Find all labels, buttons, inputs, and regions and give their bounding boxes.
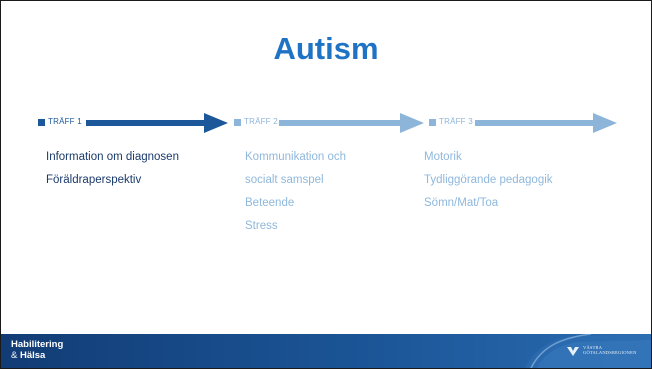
stage-1-marker — [38, 119, 45, 126]
stage-3-topics: Motorik Tydliggörande pedagogik Sömn/Mat… — [424, 146, 553, 215]
stage-2-marker — [234, 119, 241, 126]
list-item: Motorik — [424, 151, 462, 163]
footer-brand-logo: Habilitering & Hälsa — [11, 339, 63, 361]
stage-1-label: TRÄFF 1 — [48, 117, 82, 126]
stage-2-arrow-icon — [279, 113, 424, 133]
stage-2-topics: Kommunikation och socialt samspel Beteen… — [245, 146, 346, 238]
stage-1-header: TRÄFF 1 — [38, 113, 228, 133]
stage-1-topics: Information om diagnosen Föräldraperspek… — [46, 146, 179, 192]
slide-title: Autism — [273, 31, 379, 66]
stage-3-header: TRÄFF 3 — [429, 113, 617, 133]
list-item: Föräldraperspektiv — [46, 174, 142, 186]
stage-3-marker — [429, 119, 436, 126]
list-item: Stress — [245, 220, 278, 232]
stage-3-arrow-icon — [475, 113, 617, 133]
list-item: Sömn/Mat/Toa — [424, 197, 499, 209]
region-logo-text: VÄSTRA GÖTALANDSREGIONEN — [583, 345, 637, 355]
brand-line-1: Habilitering — [11, 339, 64, 350]
brand-hälsa: Hälsa — [19, 350, 46, 361]
brand-line-2: & Hälsa — [11, 350, 63, 361]
list-item: Tydliggörande pedagogik — [424, 174, 553, 186]
region-logo: VÄSTRA GÖTALANDSREGIONEN — [567, 344, 639, 358]
stage-2-label: TRÄFF 2 — [244, 117, 278, 126]
stage-2-header: TRÄFF 2 — [234, 113, 424, 133]
list-item: Beteende — [245, 197, 295, 209]
region-mark-icon — [567, 347, 579, 356]
stage-3-label: TRÄFF 3 — [439, 117, 473, 126]
brand-ampersand: & — [11, 350, 18, 361]
region-logo-line-1: VÄSTRA — [583, 345, 603, 350]
stage-1-arrow-icon — [86, 113, 228, 133]
list-item: Information om diagnosen — [46, 151, 179, 163]
footer-bar: Habilitering & Hälsa VÄSTRA GÖTALANDSREG… — [1, 334, 651, 368]
list-item: Kommunikation och — [245, 151, 346, 163]
region-logo-line-2: GÖTALANDSREGIONEN — [583, 350, 637, 355]
footer-swoosh-decoration — [525, 334, 651, 368]
list-item: socialt samspel — [245, 174, 324, 186]
